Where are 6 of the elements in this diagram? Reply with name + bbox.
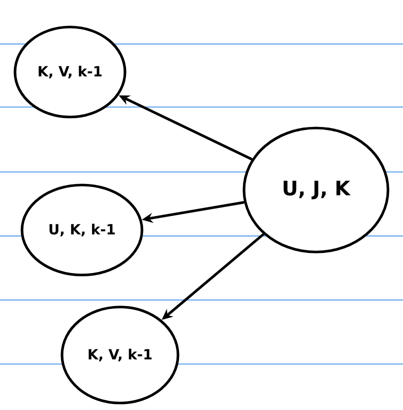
circle-node: K, V, k-1 — [60, 306, 180, 404]
node-label: U, J, K — [284, 180, 351, 200]
circle-node: U, K, k-1 — [20, 184, 144, 276]
node-label: K, V, k-1 — [88, 348, 152, 362]
circle-node: U, J, K — [242, 126, 390, 254]
circle-node: K, V, k-1 — [14, 26, 126, 118]
